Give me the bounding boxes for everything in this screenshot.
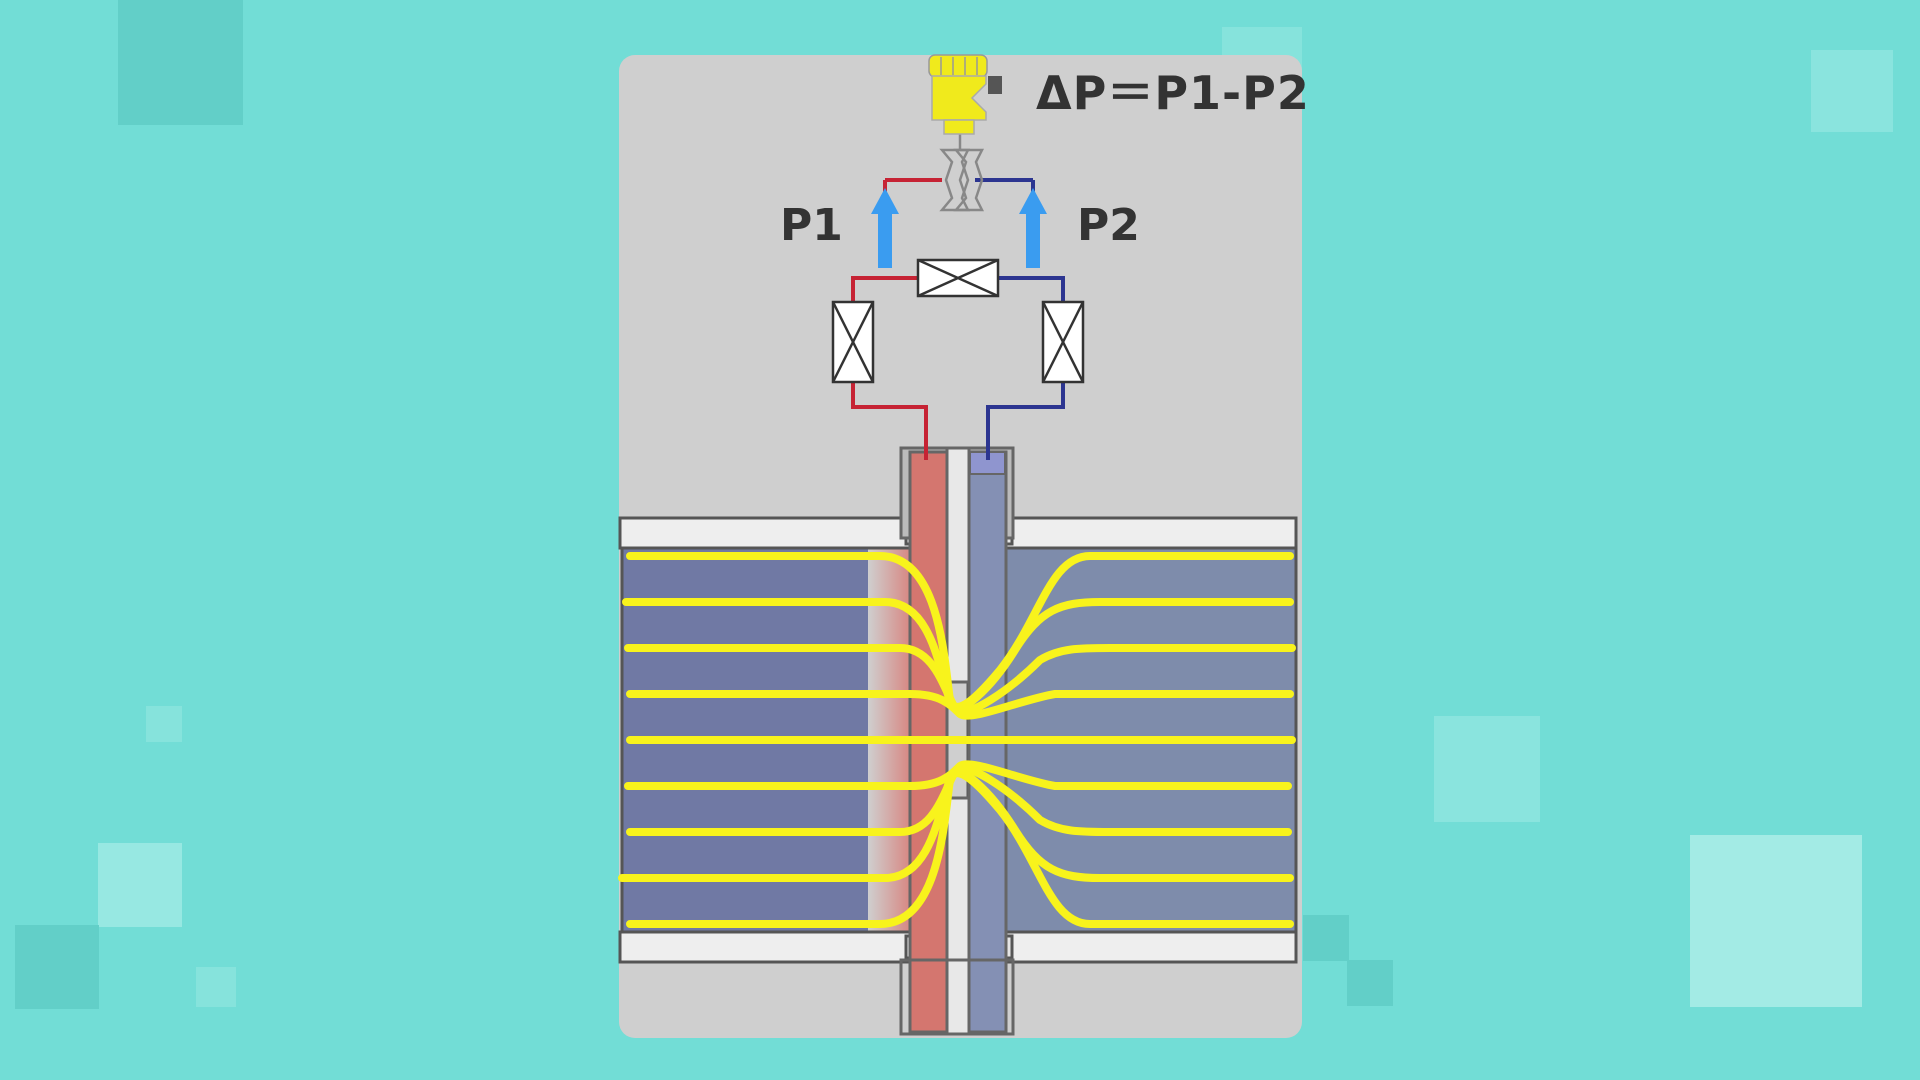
delta-p-formula: ΔP＝P1-P2	[1036, 66, 1310, 120]
p1-label: P1	[780, 200, 843, 251]
up-arrow-icon	[871, 188, 899, 268]
manifold-icon	[939, 130, 985, 212]
bg-square	[1347, 960, 1393, 1006]
bg-square	[118, 0, 243, 125]
bg-square	[98, 843, 182, 927]
bg-square	[15, 925, 99, 1009]
valve-icon	[1041, 300, 1085, 384]
bg-square	[1303, 915, 1349, 961]
bg-square	[1811, 50, 1893, 132]
bg-square	[196, 967, 236, 1007]
up-arrow-icon	[1019, 188, 1047, 268]
valve-icon	[831, 300, 875, 384]
flow-lines	[618, 552, 1296, 928]
pressure-transmitter-icon	[928, 54, 1002, 135]
p2-label: P2	[1077, 200, 1140, 251]
bg-square	[146, 706, 182, 742]
valve-icon	[916, 258, 1000, 298]
bg-square	[1434, 716, 1540, 822]
bg-square	[1690, 835, 1862, 1007]
